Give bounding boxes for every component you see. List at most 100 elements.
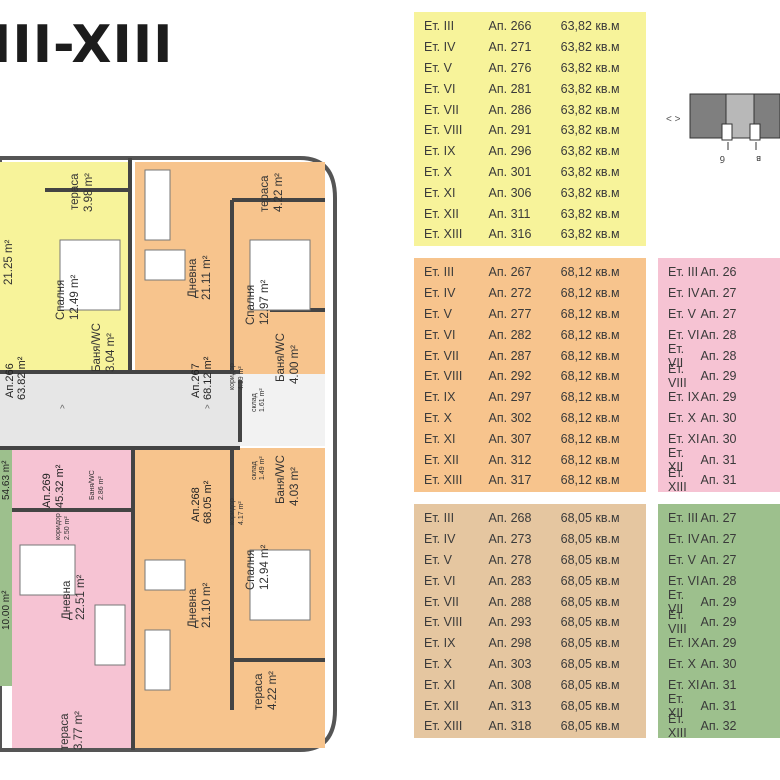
apartment-cell: Ап. 317 [488,473,532,488]
apartment-cell: Ап. 30 [700,410,737,425]
corridor-d-name: коридор [55,513,62,540]
floor-cell: Ет. XI [424,431,456,446]
apartment-cell: Ап. 318 [488,719,532,734]
area-cell: 63,82 кв.м [560,227,620,242]
floor-cell: Ет. VI [668,573,700,588]
floor-cell: Ет. III [424,19,455,34]
svg-text:^: ^ [205,404,210,415]
apartment-cell: Ап. 31 [700,473,737,488]
floor-cell: Ет. V [668,306,696,321]
floor-cell: Ет. X [424,410,452,425]
area-cell: 68,05 кв.м [560,615,620,630]
area-cell: 68,05 кв.м [560,594,620,609]
terrace-d-area: 3.77 m² [73,711,85,750]
apt-267-area: 68.12 m² [202,356,214,400]
floor-cell: Ет. XII [668,445,685,474]
apartment-cell: Ап. 276 [488,60,532,75]
corridor-b-area: 4.19 m² [238,366,245,390]
corridor-c-name: коридор [229,498,236,525]
floor-cell: Ет. III [424,511,455,526]
apt-266-area: 63.82 m² [16,356,28,400]
area-cell: 68,12 кв.м [560,306,620,321]
terrace-c-area: 4.22 m² [267,671,279,710]
floor-cell: Ет. IV [668,286,700,301]
apartment-cell: Ап. 316 [488,227,532,242]
floor-cell: Ет. X [668,656,696,671]
common-corridor [0,374,240,446]
floor-cell: Ет. XI [668,431,700,446]
apartment-cell: Ап. 27 [700,286,737,301]
apartment-cell: Ап. 312 [488,452,532,467]
apartment-cell: Ап. 29 [700,636,737,651]
apartment-cell: Ап. 26 [700,265,737,280]
floor-cell: Ет. IV [424,40,456,55]
bath-d-area: 2.86 m² [98,476,105,500]
apartment-cell: Ап. 297 [488,390,532,405]
floor-cell: Ет. X [668,410,696,425]
floor-cell: Ет. XI [424,185,456,200]
apartment-cell: Ап. 31 [700,698,737,713]
terrace-d-name: тераса [59,713,71,750]
floor-cell: Ет. VI [668,327,700,342]
area-cell: 68,05 кв.м [560,677,620,692]
apartment-cell: Ап. 281 [488,81,532,96]
apartment-cell: Ап. 28 [700,327,737,342]
green-unit-area [0,446,12,686]
apartment-cell: Ап. 306 [488,185,532,200]
bath-c-area: 4.03 m² [289,467,301,506]
apartment-cell: Ап. 267 [488,265,532,280]
page-title: III-XIII [0,15,174,75]
floor-cell: Ет. XII [424,698,459,713]
apartment-cell: Ап. 293 [488,615,532,630]
area-cell: 68,12 кв.м [560,348,620,363]
green-room-label: 10.00 m² [1,590,12,630]
area-cell: 63,82 кв.м [560,144,620,159]
bedroom-b-name: Спалня [245,285,257,325]
terrace-c-name: тераса [253,673,265,710]
apartment-cell: Ап. 28 [700,348,737,363]
apartment-cell: Ап. 288 [488,594,532,609]
apartment-cell: Ап. 303 [488,656,532,671]
apartment-cell: Ап. 27 [700,306,737,321]
floor-cell: Ет. IV [668,532,700,547]
living-c-area: 21.10 m² [201,582,213,628]
floor-cell: Ет. VI [424,573,456,588]
living-c-name: Дневна [187,588,199,628]
apartment-cell: Ап. 271 [488,40,532,55]
apartment-cell: Ап. 296 [488,144,532,159]
area-cell: 68,12 кв.м [560,390,620,405]
corridor-c-area: 4.17 m² [238,501,245,525]
floor-cell: Ет. VI [424,327,456,342]
storage-a-area: 1.61 m² [259,388,266,412]
area-cell: 63,82 кв.м [560,102,620,117]
apt-268-area: 68.05 m² [202,480,214,524]
terrace-a-area: 3.98 m² [83,173,95,212]
area-cell: 68,12 кв.м [560,327,620,342]
floor-cell: Ет. XIII [668,712,687,741]
area-cell: 63,82 кв.м [560,164,620,179]
area-cell: 63,82 кв.м [560,185,620,200]
floor-cell: Ет. IX [424,636,456,651]
floor-cell: Ет. XIII [668,466,687,495]
floor-cell: Ет. X [424,656,452,671]
bedroom-b-area: 12.97 m² [259,279,271,325]
area-cell: 68,05 кв.м [560,698,620,713]
bath-b-name: Баня/WC [275,333,287,382]
floor-cell: Ет. VII [668,587,685,616]
apartment-cell: Ап. 29 [700,390,737,405]
living-d-area: 22.51 m² [75,574,87,620]
apartment-cell: Ап. 286 [488,102,532,117]
